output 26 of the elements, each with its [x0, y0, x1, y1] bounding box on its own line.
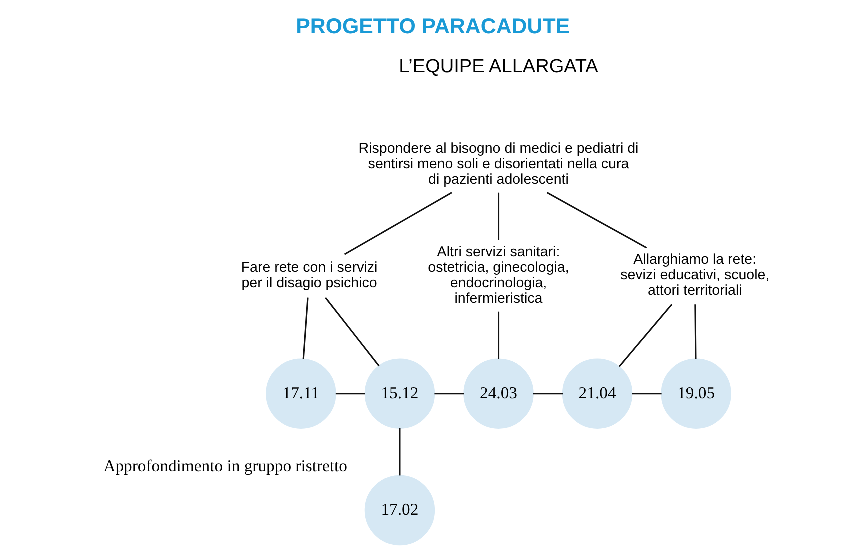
connector	[632, 393, 662, 395]
node-label: Approfondimento in gruppo ristretto	[103, 456, 348, 476]
node-circle: 17.11	[266, 358, 336, 429]
node-text: Fare rete con i servizi per il disagio psichico	[240, 260, 378, 292]
connector	[618, 304, 672, 368]
connector	[335, 393, 365, 395]
diagram-title: PROGETTO PARACADUTE	[296, 14, 570, 39]
connector	[497, 192, 500, 240]
connector	[546, 192, 647, 249]
node-circle: 15.12	[364, 358, 435, 429]
connector	[324, 297, 380, 367]
label: L’EQUIPE ALLARGATA	[398, 56, 598, 78]
node-text: Altri servizi sanitari: ostetricia, ginecologia, endocrinologia, infermieristica	[428, 244, 569, 307]
connector	[434, 393, 464, 395]
node-circle: 21.04	[562, 358, 632, 429]
connector	[497, 312, 500, 360]
node-text: Rispondere al bisogno di medici e pediatri di sentirsi meno soli e disorientati nella cura di pazienti adolescenti	[358, 140, 638, 188]
node-text: Allarghiamo la rete: sevizi educativi, scuole, attori territoriali	[620, 252, 770, 300]
node-circle: 19.05	[660, 358, 731, 429]
connector	[302, 298, 308, 360]
connector	[344, 192, 452, 256]
connector	[533, 393, 563, 395]
node-circle: 24.03	[463, 358, 534, 429]
connector	[398, 428, 400, 476]
node-circle: 17.02	[364, 475, 435, 546]
connector	[694, 304, 696, 360]
